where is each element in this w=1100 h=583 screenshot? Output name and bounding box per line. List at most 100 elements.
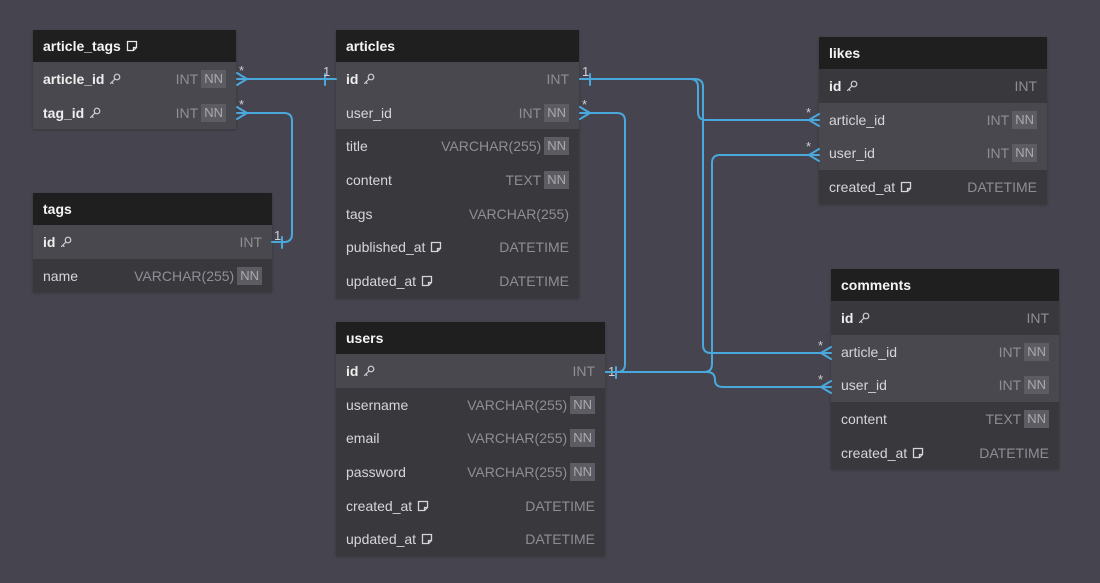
column-name: title bbox=[346, 138, 368, 155]
column-type: VARCHAR(255) bbox=[441, 138, 542, 155]
column-type: VARCHAR(255) bbox=[467, 463, 568, 480]
not-null-badge: NN bbox=[237, 266, 262, 285]
table-header[interactable]: comments bbox=[831, 269, 1059, 301]
column-name: published_at bbox=[346, 239, 426, 256]
column-type-group: DATETIME bbox=[499, 239, 569, 255]
not-null-badge: NN bbox=[201, 69, 226, 88]
column-row[interactable]: tags VARCHAR(255) bbox=[336, 196, 579, 231]
note-icon[interactable] bbox=[912, 447, 924, 459]
column-type: DATETIME bbox=[499, 272, 569, 289]
cardinality-many: * bbox=[582, 97, 587, 112]
column-type: INT bbox=[986, 111, 1010, 128]
column-type: INT bbox=[175, 104, 199, 121]
column-type-group: DATETIME bbox=[525, 498, 595, 514]
not-null-badge: NN bbox=[1012, 110, 1037, 129]
column-type-group: INT bbox=[572, 363, 595, 379]
crows-foot-marker bbox=[820, 380, 832, 394]
table-header[interactable]: article_tags bbox=[33, 30, 236, 62]
relation-comments-article-id[interactable]: * bbox=[579, 78, 832, 360]
column-type: INT bbox=[1026, 309, 1049, 326]
table-name: likes bbox=[829, 45, 861, 61]
cardinality-one: 1 bbox=[323, 64, 330, 79]
key-icon bbox=[89, 107, 101, 119]
column-row[interactable]: updated_at DATETIME bbox=[336, 522, 605, 557]
not-null-badge: NN bbox=[1024, 342, 1049, 361]
relation-article-tags-article-id[interactable]: * 1 bbox=[236, 63, 337, 86]
table-header[interactable]: articles bbox=[336, 30, 579, 62]
not-null-badge: NN bbox=[1012, 144, 1037, 163]
crows-foot-marker bbox=[808, 113, 820, 127]
table-header[interactable]: users bbox=[336, 322, 605, 354]
table-header[interactable]: tags bbox=[33, 193, 272, 225]
column-name-group: article_id bbox=[841, 344, 897, 360]
column-name: article_id bbox=[829, 111, 886, 128]
not-null-badge: NN bbox=[570, 395, 595, 414]
column-type: VARCHAR(255) bbox=[467, 396, 568, 413]
column-type: INT bbox=[546, 70, 569, 87]
column-row[interactable]: published_at DATETIME bbox=[336, 230, 579, 265]
relation-comments-user-id[interactable]: * bbox=[605, 371, 832, 394]
column-name-group: article_id bbox=[43, 71, 121, 87]
column-name: updated_at bbox=[346, 531, 417, 548]
relation-likes-user-id[interactable]: * bbox=[605, 139, 820, 373]
column-type: DATETIME bbox=[525, 531, 595, 548]
column-type: INT bbox=[986, 145, 1010, 162]
note-icon[interactable] bbox=[421, 533, 433, 545]
note-icon[interactable] bbox=[421, 275, 433, 287]
crows-foot-marker bbox=[820, 346, 832, 360]
column-name-group: user_id bbox=[346, 105, 392, 121]
key-icon bbox=[363, 365, 375, 377]
table-name: articles bbox=[346, 38, 396, 54]
table-header[interactable]: likes bbox=[819, 37, 1047, 69]
column-name-group: tags bbox=[346, 206, 372, 222]
column-type-group: DATETIME bbox=[979, 445, 1049, 461]
column-name: user_id bbox=[841, 377, 887, 394]
note-icon[interactable] bbox=[126, 40, 138, 52]
not-null-badge: NN bbox=[201, 103, 226, 122]
relation-likes-article-id[interactable]: * 1 bbox=[579, 64, 820, 127]
crows-foot-marker bbox=[579, 106, 591, 120]
table-name: article_tags bbox=[43, 38, 121, 54]
column-type-group: VARCHAR(255) bbox=[469, 206, 569, 222]
column-type: DATETIME bbox=[525, 497, 595, 514]
note-icon[interactable] bbox=[900, 181, 912, 193]
note-icon[interactable] bbox=[430, 241, 442, 253]
key-icon bbox=[60, 236, 72, 248]
not-null-badge: NN bbox=[1024, 409, 1049, 428]
note-icon[interactable] bbox=[417, 500, 429, 512]
